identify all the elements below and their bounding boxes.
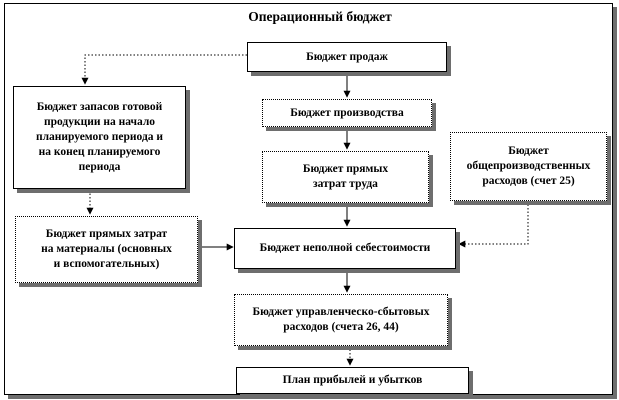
box-admin-selling-label: Бюджет управленческо-сбытовых расходов (… xyxy=(252,306,430,333)
diagram-title: Операционный бюджет xyxy=(248,9,392,24)
box-profit-loss-label: План прибылей и убытков xyxy=(282,374,423,387)
box-direct-materials-label: Бюджет прямых затрат на материалы (основ… xyxy=(41,228,172,270)
box-finished-goods-label: Бюджет запасов готовой продукции на нача… xyxy=(35,101,164,173)
box-profit-loss-plan: План прибылей и убытков xyxy=(236,367,469,394)
box-admin-selling-budget: Бюджет управленческо-сбытовых расходов (… xyxy=(234,294,448,346)
box-production-budget: Бюджет производства xyxy=(262,99,432,127)
box-sales-budget: Бюджет продаж xyxy=(247,42,447,72)
box-partial-cost-label: Бюджет неполной себестоимости xyxy=(259,242,431,255)
box-direct-materials-budget: Бюджет прямых затрат на материалы (основ… xyxy=(15,216,198,283)
arrow-sales-to-finished-goods xyxy=(81,54,247,85)
box-finished-goods-budget: Бюджет запасов готовой продукции на нача… xyxy=(13,86,186,189)
box-overhead-budget: Бюджет общепроизводственных расходов (сч… xyxy=(450,132,607,201)
box-production-label: Бюджет производства xyxy=(290,106,404,119)
box-partial-cost-budget: Бюджет неполной себестоимости xyxy=(234,228,456,269)
box-sales-budget-label: Бюджет продаж xyxy=(306,50,388,63)
arrow-overhead-to-partial-cost xyxy=(458,201,529,248)
box-direct-labor-label: Бюджет прямых затрат труда xyxy=(302,163,389,190)
box-overhead-label: Бюджет общепроизводственных расходов (сч… xyxy=(466,145,591,187)
box-direct-labor-budget: Бюджет прямых затрат труда xyxy=(262,151,429,203)
